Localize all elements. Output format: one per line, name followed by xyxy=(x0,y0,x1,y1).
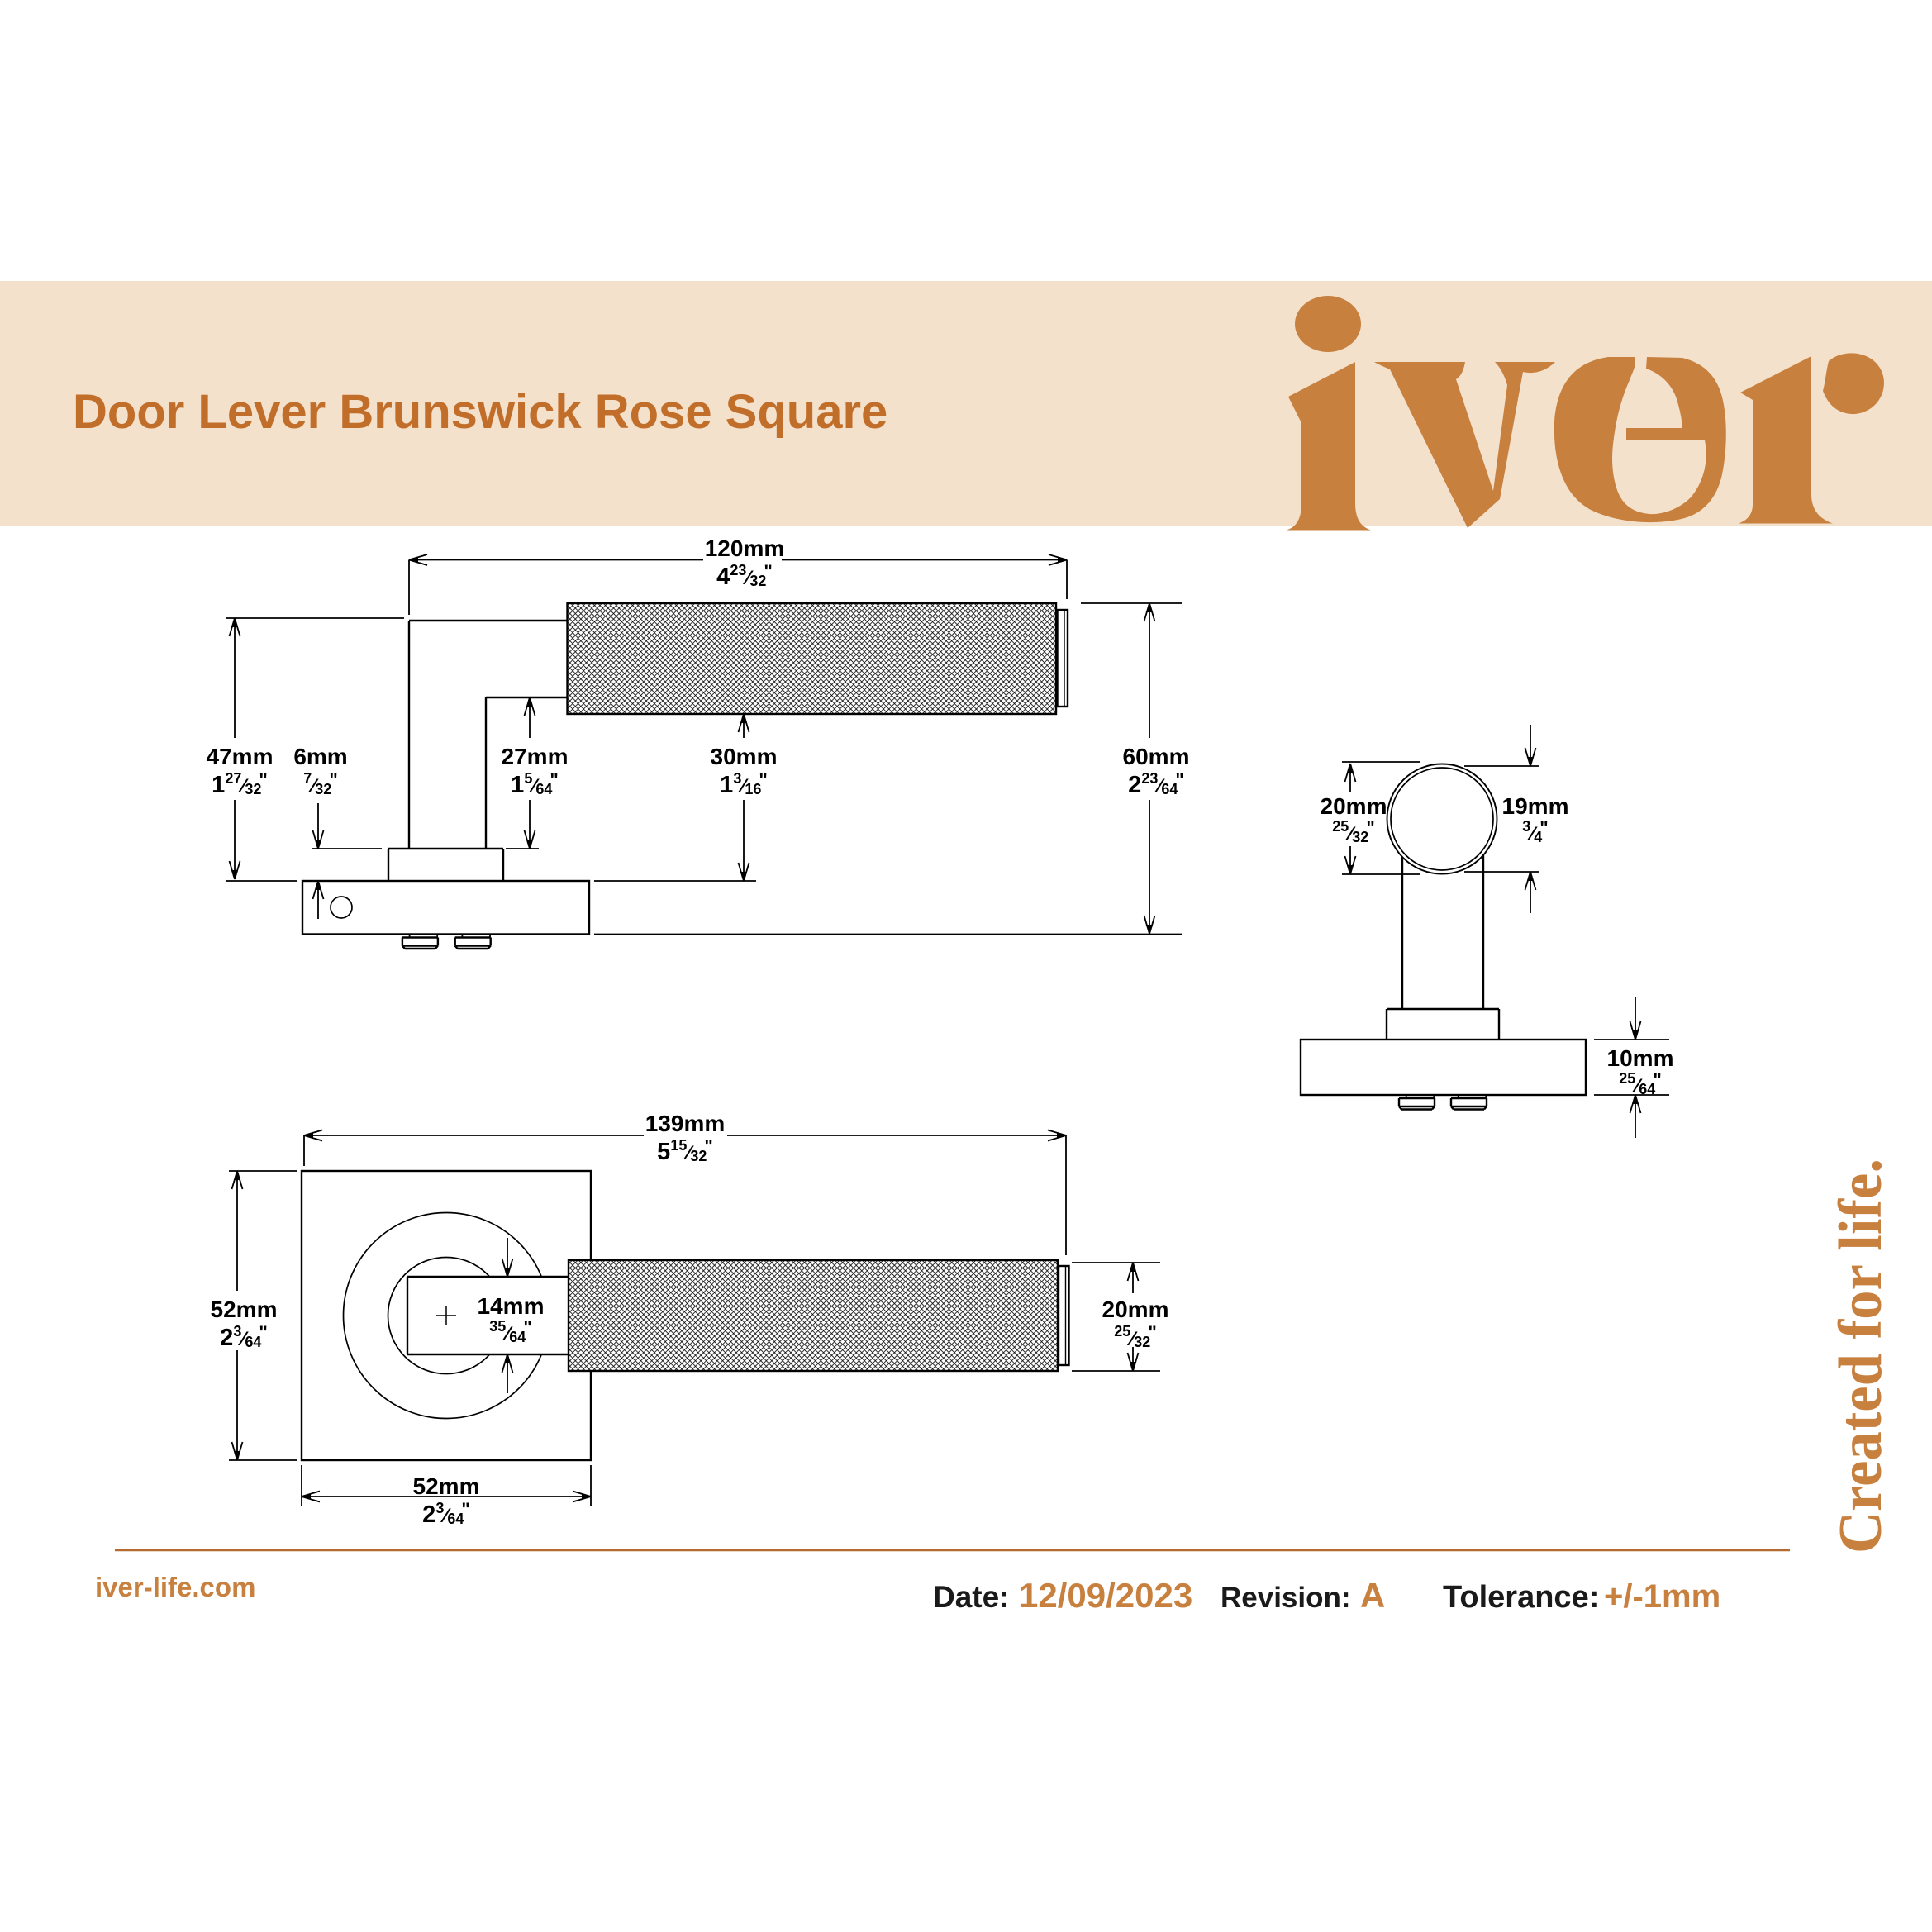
svg-text:6mm: 6mm xyxy=(293,744,347,769)
svg-text:223⁄64": 223⁄64" xyxy=(1128,769,1184,798)
svg-text:60mm: 60mm xyxy=(1123,744,1190,769)
svg-text:30mm: 30mm xyxy=(711,744,778,769)
svg-text:120mm: 120mm xyxy=(705,535,785,561)
svg-text:A: A xyxy=(1360,1576,1385,1615)
svg-text:127⁄32": 127⁄32" xyxy=(212,769,268,798)
svg-text:14mm: 14mm xyxy=(478,1293,545,1319)
svg-text:52mm: 52mm xyxy=(413,1473,480,1499)
svg-text:23⁄64": 23⁄64" xyxy=(422,1499,470,1528)
svg-text:Created for life.: Created for life. xyxy=(1827,1159,1895,1554)
svg-text:Date:: Date: xyxy=(933,1580,1010,1614)
svg-text:+/-1mm: +/-1mm xyxy=(1604,1578,1720,1615)
svg-text:7⁄32": 7⁄32" xyxy=(303,769,338,797)
svg-text:23⁄64": 23⁄64" xyxy=(220,1322,268,1351)
svg-text:13⁄16": 13⁄16" xyxy=(720,769,768,798)
svg-text:Revision:: Revision: xyxy=(1221,1582,1351,1614)
svg-text:Door Lever Brunswick Rose Squa: Door Lever Brunswick Rose Square xyxy=(73,385,887,439)
svg-text:Tolerance:: Tolerance: xyxy=(1443,1580,1599,1615)
svg-text:423⁄32": 423⁄32" xyxy=(716,561,773,590)
svg-text:12/09/2023: 12/09/2023 xyxy=(1019,1576,1192,1615)
svg-text:27mm: 27mm xyxy=(502,744,569,769)
svg-text:52mm: 52mm xyxy=(211,1297,278,1322)
svg-text:iver-life.com: iver-life.com xyxy=(95,1572,255,1602)
svg-text:20mm: 20mm xyxy=(1102,1297,1169,1322)
svg-text:20mm: 20mm xyxy=(1321,793,1387,819)
svg-text:25⁄64": 25⁄64" xyxy=(1619,1069,1662,1097)
svg-text:19mm: 19mm xyxy=(1502,793,1569,819)
svg-text:47mm: 47mm xyxy=(207,744,274,769)
svg-text:139mm: 139mm xyxy=(645,1111,726,1136)
svg-text:10mm: 10mm xyxy=(1607,1045,1674,1071)
svg-text:35⁄64": 35⁄64" xyxy=(489,1317,532,1345)
